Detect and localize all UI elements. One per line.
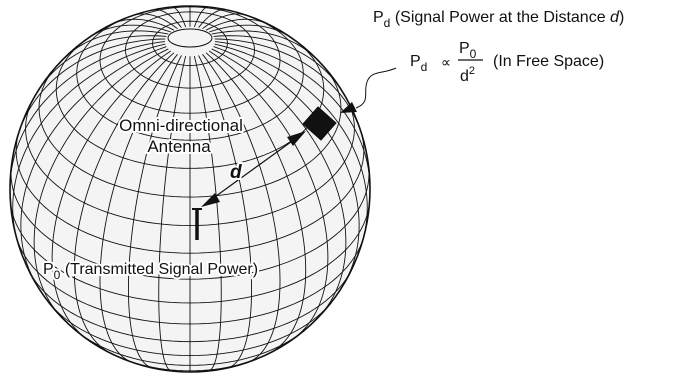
formula-numerator: P0 [459, 40, 477, 61]
proportional-sign: ∝ [441, 54, 451, 70]
formula-denominator: d2 [460, 65, 475, 85]
antenna-label-line2: Antenna [147, 137, 211, 156]
sphere-polar-cap [168, 29, 212, 47]
antenna-label-line1: Omni-directional [119, 116, 243, 135]
free-space-formula: Pd ∝ P0 d2 (In Free Space) [410, 40, 604, 85]
formula-lhs: Pd [410, 53, 427, 74]
distance-label: d [230, 162, 242, 183]
free-space-condition: (In Free Space) [493, 53, 604, 70]
received-power-label: Pd (Signal Power at the Distance d) [373, 9, 624, 30]
leader-line [356, 68, 396, 108]
